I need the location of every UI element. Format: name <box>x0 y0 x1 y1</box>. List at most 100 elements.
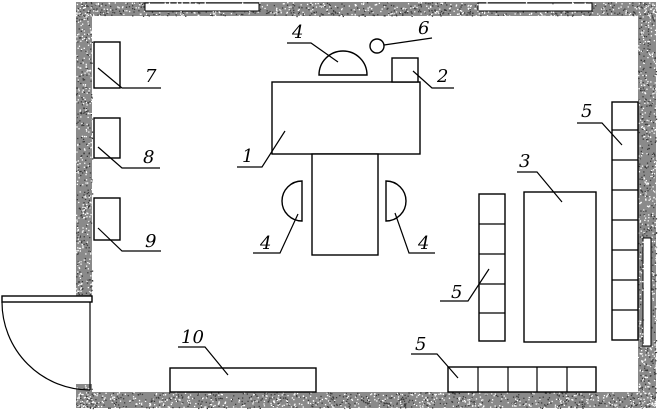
wall-speck <box>642 380 644 382</box>
wall-speck <box>639 386 641 389</box>
wall-speck <box>77 41 79 43</box>
wall-speck <box>494 405 496 407</box>
wall-speck <box>544 406 546 409</box>
wall-speck <box>419 405 421 407</box>
wall-speck <box>87 101 89 104</box>
wall-speck <box>181 403 183 405</box>
wall-speck <box>77 264 79 266</box>
wall-speck <box>560 402 562 404</box>
wall-speck <box>86 244 89 246</box>
wall-speck <box>89 258 91 260</box>
wall-speck <box>646 105 648 107</box>
wall-speck <box>84 162 86 164</box>
wall-speck <box>639 183 641 185</box>
wall-speck <box>426 5 428 7</box>
wall-speck <box>412 393 414 395</box>
wall-speck <box>286 11 288 14</box>
wall-speck <box>643 380 645 382</box>
wall-speck <box>294 392 296 394</box>
bench: 10 <box>169 327 317 393</box>
wall-speck <box>541 407 544 409</box>
wall-speck <box>76 58 78 61</box>
wall-speck <box>654 262 657 264</box>
wall-speck <box>408 392 410 394</box>
wall-speck <box>643 228 645 230</box>
wall-speck <box>428 402 430 404</box>
wall-speck <box>655 7 657 9</box>
wall-speck <box>278 399 280 401</box>
wall-speck <box>88 402 90 404</box>
wall-speck <box>76 94 78 96</box>
wall-speck <box>482 406 485 408</box>
wall-speck <box>78 166 80 168</box>
table-box <box>523 191 597 343</box>
wall-speck <box>81 159 83 161</box>
wall-speck <box>653 161 656 163</box>
wall-speck <box>646 51 648 53</box>
wall-speck <box>77 260 79 263</box>
wall-speck <box>223 12 225 15</box>
wall-speck <box>119 407 121 409</box>
wall-speck <box>643 47 645 50</box>
wall-speck <box>220 14 222 16</box>
wall-speck <box>592 12 594 14</box>
wall-speck <box>572 2 574 4</box>
wall-speck <box>303 13 305 15</box>
wall-speck <box>653 292 655 295</box>
wall-speck <box>479 392 481 394</box>
wall-speck <box>89 202 91 204</box>
wall-speck <box>220 393 222 396</box>
wall-speck <box>646 350 649 352</box>
wall-speck <box>185 15 187 17</box>
wall-speck <box>619 404 621 406</box>
wall-speck <box>78 247 80 249</box>
wall-speck <box>430 392 432 394</box>
wall-speck <box>541 14 543 16</box>
wall-speck <box>367 7 369 9</box>
wall-speck <box>526 406 528 408</box>
wall-speck <box>522 11 524 13</box>
wall-speck <box>82 141 84 143</box>
wall-speck <box>643 89 645 91</box>
wall-speck <box>642 74 644 77</box>
wall-speck <box>88 24 90 26</box>
wall-speck <box>654 263 656 265</box>
wall-speck <box>90 400 93 402</box>
round-item-circle <box>369 38 385 54</box>
wall-speck <box>643 407 646 409</box>
wall-speck <box>329 6 331 8</box>
wall-speck <box>597 399 599 402</box>
wall-speck <box>198 15 200 17</box>
wall-speck <box>640 299 642 302</box>
wall-speck <box>654 88 657 90</box>
wall-speck <box>259 4 261 6</box>
wall-speck <box>87 10 90 12</box>
wall-speck <box>644 121 646 123</box>
wall-speck <box>175 12 178 14</box>
wall-speck <box>638 276 640 278</box>
wall-speck <box>644 367 646 369</box>
wall-speck <box>646 131 648 133</box>
wall-speck <box>84 231 86 233</box>
wall-speck <box>235 407 237 410</box>
wall-speck <box>396 15 398 17</box>
wall-speck <box>83 135 86 138</box>
wall-speck <box>334 5 337 8</box>
wall-speck <box>117 6 119 8</box>
wall-speck <box>91 146 93 148</box>
wall-speck <box>649 179 652 182</box>
wall-speck <box>76 12 78 14</box>
wall-speck <box>652 212 654 215</box>
wall-speck <box>78 95 80 97</box>
wall-speck <box>78 217 80 219</box>
wall-speck <box>639 258 641 260</box>
wall-speck <box>116 396 118 398</box>
wall-speck <box>80 273 82 275</box>
wall-speck <box>291 397 293 399</box>
wall-speck <box>469 403 471 405</box>
wall-speck <box>128 6 131 8</box>
wall-speck <box>651 158 653 160</box>
wall-speck <box>86 15 88 17</box>
wall-speck <box>512 405 514 407</box>
wall-speck <box>639 8 641 10</box>
